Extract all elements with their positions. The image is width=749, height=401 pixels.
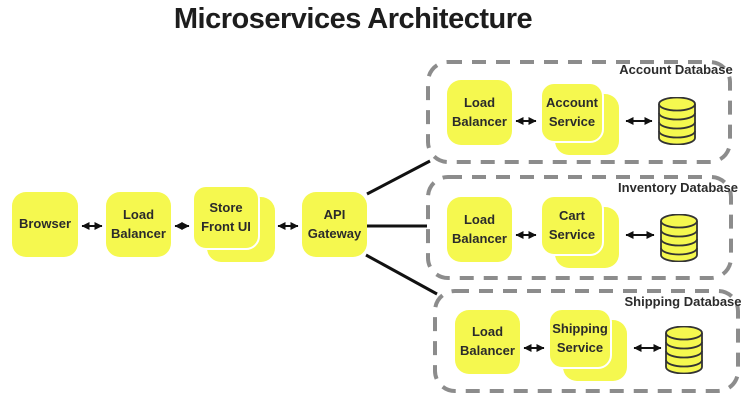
- database-icon: [659, 213, 699, 263]
- shipping-service-label: Shipping Service: [552, 320, 608, 355]
- account-service-front-card: Account Service: [540, 82, 604, 143]
- shipping-service-front-card: Shipping Service: [548, 308, 612, 369]
- account-service-node: Account Service: [540, 82, 620, 156]
- account-database-label: Account Database: [619, 62, 733, 77]
- load-balancer-node: Load Balancer: [106, 192, 171, 257]
- diagram-title: Microservices Architecture: [173, 3, 533, 35]
- api-gateway-node: API Gateway: [302, 192, 367, 257]
- api-gateway-label: API Gateway: [307, 206, 362, 241]
- cart-load-balancer-node: Load Balancer: [447, 197, 512, 262]
- database-icon: [657, 96, 697, 146]
- shipping-database-label: Shipping Database: [624, 294, 742, 309]
- cart-service-label: Cart Service: [548, 207, 596, 242]
- browser-node: Browser: [12, 192, 78, 257]
- account-service-label: Account Service: [546, 94, 598, 129]
- line-gateway-account-cluster: [366, 159, 431, 196]
- shipping-load-balancer-label: Load Balancer: [460, 324, 515, 358]
- database-icon: [664, 325, 704, 375]
- store-front-ui-front-card: Store Front UI: [192, 185, 260, 250]
- cart-service-node: Cart Service: [540, 195, 620, 269]
- shipping-service-node: Shipping Service: [548, 308, 628, 382]
- line-gateway-shipping-cluster: [365, 253, 438, 296]
- store-front-ui-label: Store Front UI: [201, 199, 251, 234]
- shipping-load-balancer-node: Load Balancer: [455, 310, 520, 374]
- account-load-balancer-label: Load Balancer: [452, 94, 507, 129]
- load-balancer-label: Load Balancer: [111, 206, 166, 241]
- cart-load-balancer-label: Load Balancer: [452, 211, 507, 246]
- inventory-database-label: Inventory Database: [618, 180, 738, 195]
- cart-service-front-card: Cart Service: [540, 195, 604, 256]
- account-load-balancer-node: Load Balancer: [447, 80, 512, 145]
- browser-label: Browser: [18, 216, 72, 232]
- store-front-ui-node: Store Front UI: [192, 185, 276, 263]
